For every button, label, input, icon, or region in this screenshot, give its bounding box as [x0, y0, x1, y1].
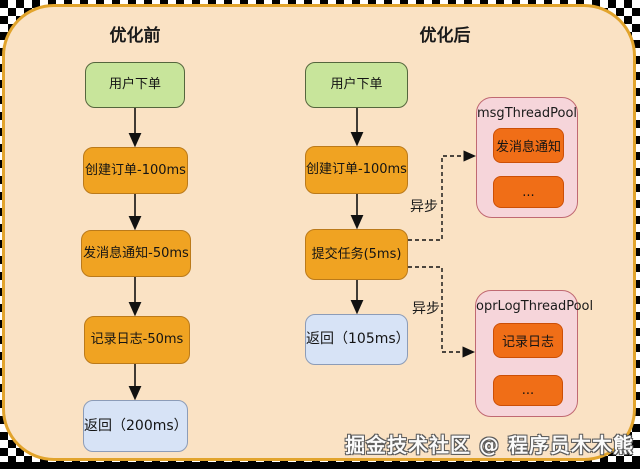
node-after-user-order: 用户下单: [305, 62, 408, 108]
msg-thread-pool: msgThreadPool 发消息通知 ...: [476, 97, 578, 218]
opr-log-thread-pool: oprLogThreadPool 记录日志 ...: [475, 290, 594, 417]
node-after-create-order: 创建订单-100ms: [305, 146, 408, 194]
bottom-black-strip: [0, 462, 640, 469]
node-before-return: 返回（200ms）: [83, 400, 188, 452]
title-before-optimization: 优化前: [109, 26, 161, 46]
opr-log-thread-pool-title: oprLogThreadPool: [476, 299, 594, 314]
watermark-text: 掘金技术社区 @ 程序员木木熊: [345, 433, 634, 457]
node-after-submit-task: 提交任务(5ms): [305, 229, 408, 280]
msg-thread-pool-title: msgThreadPool: [477, 106, 578, 121]
node-before-write-log: 记录日志-50ms: [84, 316, 190, 364]
pool-task-log-ellipsis: ...: [493, 375, 563, 406]
pool-task-write-log: 记录日志: [493, 323, 563, 358]
async-label-top: 异步: [410, 199, 438, 215]
node-before-user-order: 用户下单: [85, 62, 185, 108]
pool-task-send-message: 发消息通知: [493, 128, 564, 163]
node-before-send-message: 发消息通知-50ms: [81, 230, 191, 277]
pool-task-msg-ellipsis: ...: [493, 176, 564, 208]
async-label-bottom: 异步: [412, 301, 440, 317]
title-after-optimization: 优化后: [419, 26, 471, 46]
node-after-return: 返回（105ms）: [305, 314, 410, 365]
node-before-create-order: 创建订单-100ms: [83, 147, 188, 194]
